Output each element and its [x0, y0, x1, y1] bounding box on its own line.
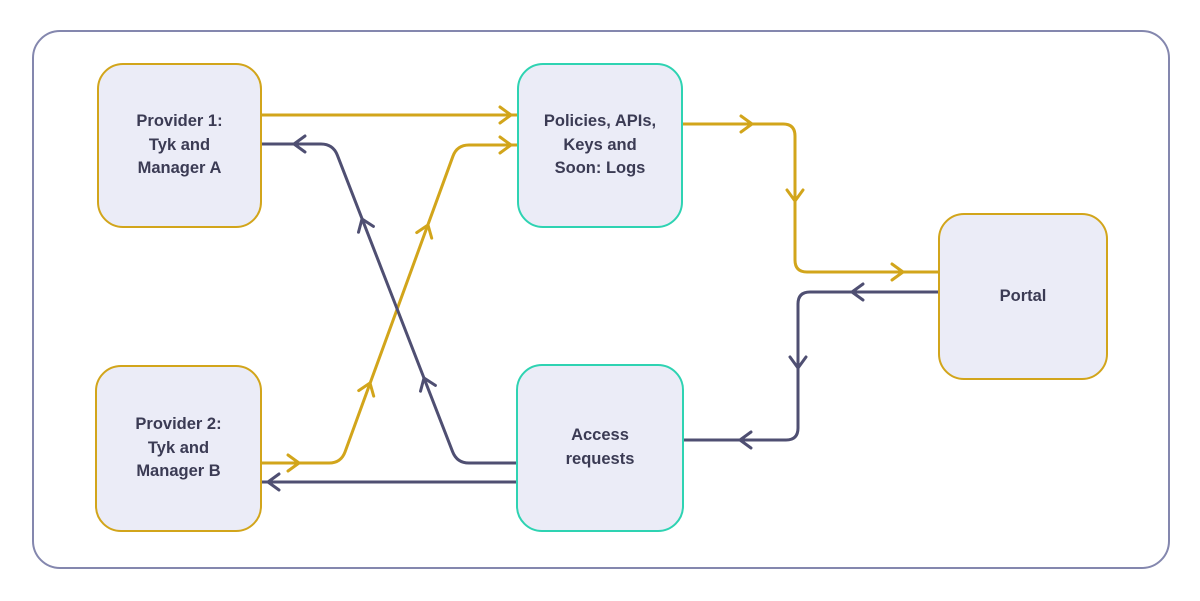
arrowhead-down-icon	[788, 355, 808, 370]
arrowhead-diagonal-icon	[357, 381, 376, 398]
node-portal-label: Portal	[999, 286, 1047, 305]
arrowhead-diagonal-icon	[357, 217, 375, 234]
edge-access-to-provider1	[260, 134, 518, 465]
arrowhead-left-icon	[738, 430, 753, 450]
arrowhead-diagonal-icon	[419, 376, 437, 393]
node-policies-label: Policies, APIs,	[543, 111, 657, 130]
node-provider-1-label: Manager A	[137, 159, 222, 178]
node-provider-1: Provider 1: Tyk and Manager A	[97, 63, 262, 228]
arrowhead-right-icon	[498, 135, 513, 155]
arrowhead-right-icon	[498, 105, 513, 125]
node-access-requests-label: requests	[565, 450, 635, 468]
arrowhead-left-icon	[292, 134, 307, 154]
arrowhead-left-icon	[266, 472, 281, 492]
node-policies-apis-keys: Policies, APIs, Keys and Soon: Logs	[517, 63, 683, 228]
node-provider-2-label: Provider 2:	[135, 414, 222, 433]
node-access-requests: Access requests	[516, 364, 684, 532]
node-provider-2: Provider 2: Tyk and Manager B	[95, 365, 262, 532]
arrowhead-down-icon	[785, 188, 805, 203]
node-provider-2-label: Tyk and	[147, 438, 210, 457]
edge-portal-to-access	[681, 282, 940, 450]
node-portal: Portal	[938, 213, 1108, 380]
edge-policies-to-portal	[681, 114, 940, 282]
arrowhead-right-icon	[890, 262, 905, 282]
arrowhead-left-icon	[850, 282, 865, 302]
edge-provider1-to-policies	[260, 105, 519, 125]
node-policies-label: Keys and	[563, 135, 637, 154]
node-provider-1-label: Tyk and	[148, 135, 211, 154]
node-provider-1-label: Provider 1:	[136, 111, 223, 130]
node-provider-2-label: Manager B	[136, 462, 221, 481]
arrowhead-diagonal-icon	[415, 223, 434, 240]
node-access-requests-label: Access	[571, 426, 629, 445]
node-policies-label: Soon: Logs	[554, 159, 646, 178]
edge-access-to-provider2	[260, 472, 518, 492]
diagram-frame	[32, 30, 1170, 569]
edge-provider2-to-policies	[260, 135, 519, 473]
arrowhead-right-icon	[739, 114, 754, 134]
arrowhead-right-icon	[286, 453, 301, 473]
